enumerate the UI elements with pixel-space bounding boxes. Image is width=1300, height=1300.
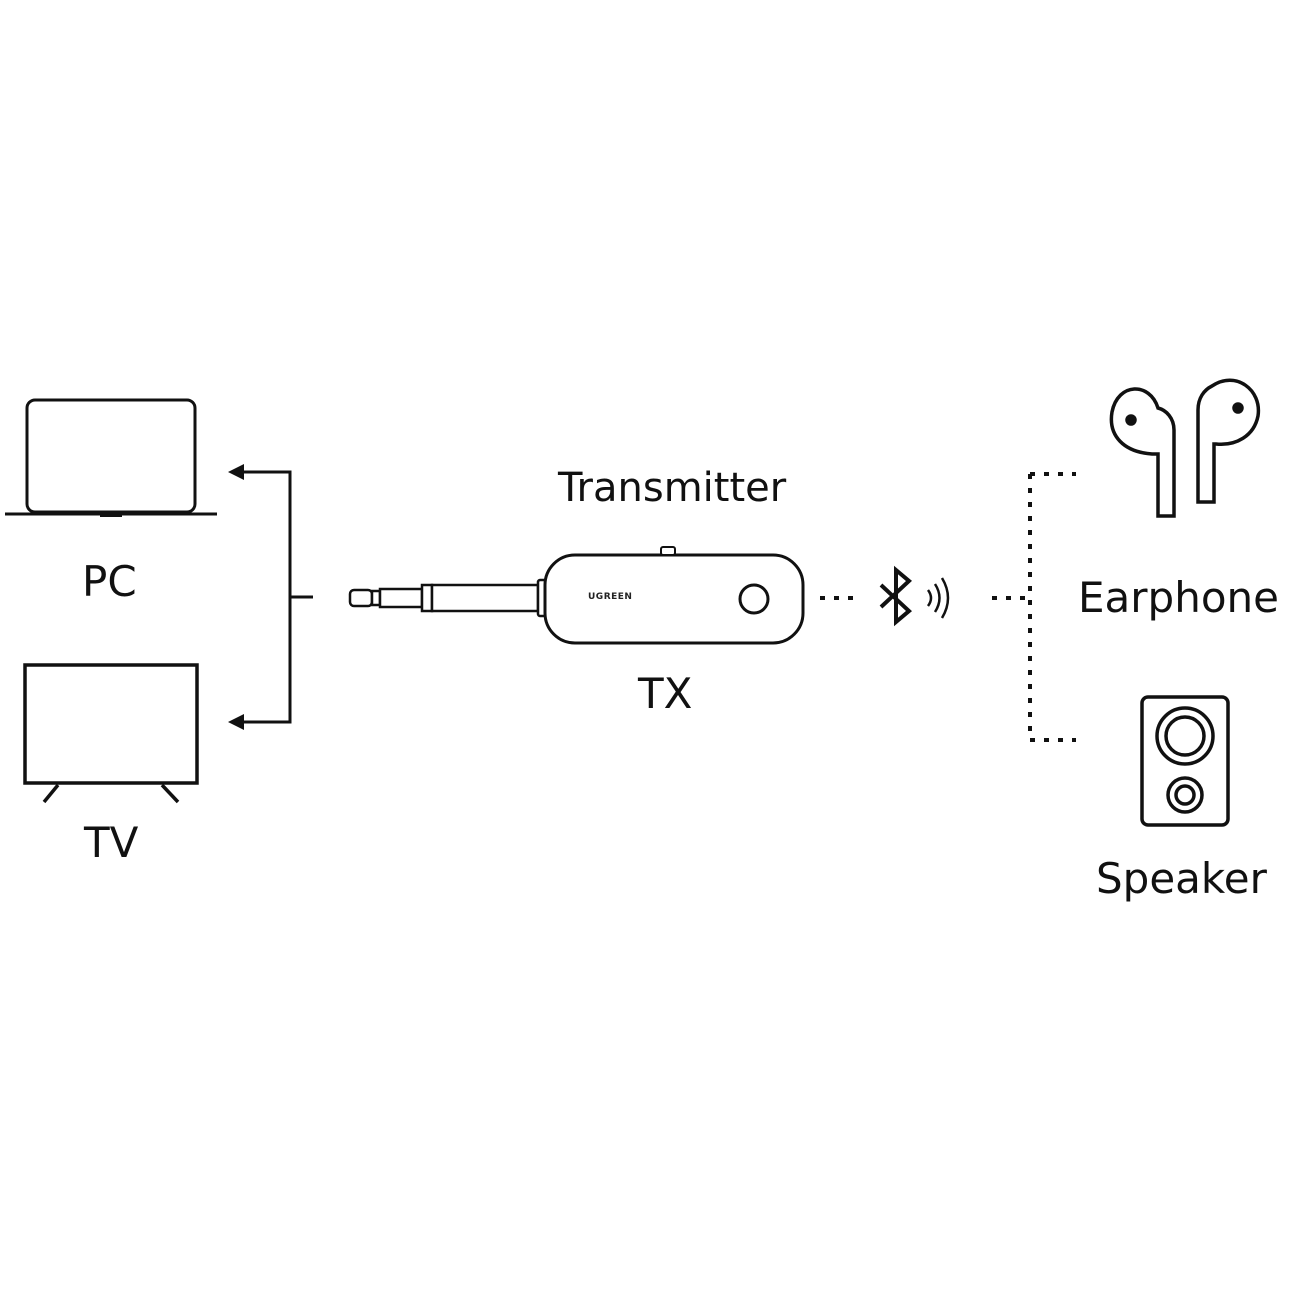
receiver-bracket <box>992 472 1076 742</box>
tx-label: TX <box>638 669 693 718</box>
signal-waves-icon <box>926 577 950 619</box>
laptop-icon <box>5 398 217 517</box>
pc-label: PC <box>82 557 137 606</box>
tv-icon <box>23 663 199 804</box>
transmitter-label: Transmitter <box>558 465 787 511</box>
arrow-to-pc <box>228 464 244 480</box>
audio-jack-plug <box>348 578 548 618</box>
speaker-label: Speaker <box>1096 854 1267 903</box>
earbuds-icon <box>1109 378 1261 518</box>
bluetooth-icon <box>879 565 913 627</box>
tv-label: TV <box>84 818 139 867</box>
bluetooth-transmitter-icon <box>543 546 805 645</box>
transmitter-brand-logo: UGREEN <box>588 592 633 602</box>
arrow-to-tv <box>228 714 244 730</box>
output-bracket <box>240 470 313 724</box>
earphone-label: Earphone <box>1078 573 1279 622</box>
speaker-icon <box>1140 695 1230 827</box>
